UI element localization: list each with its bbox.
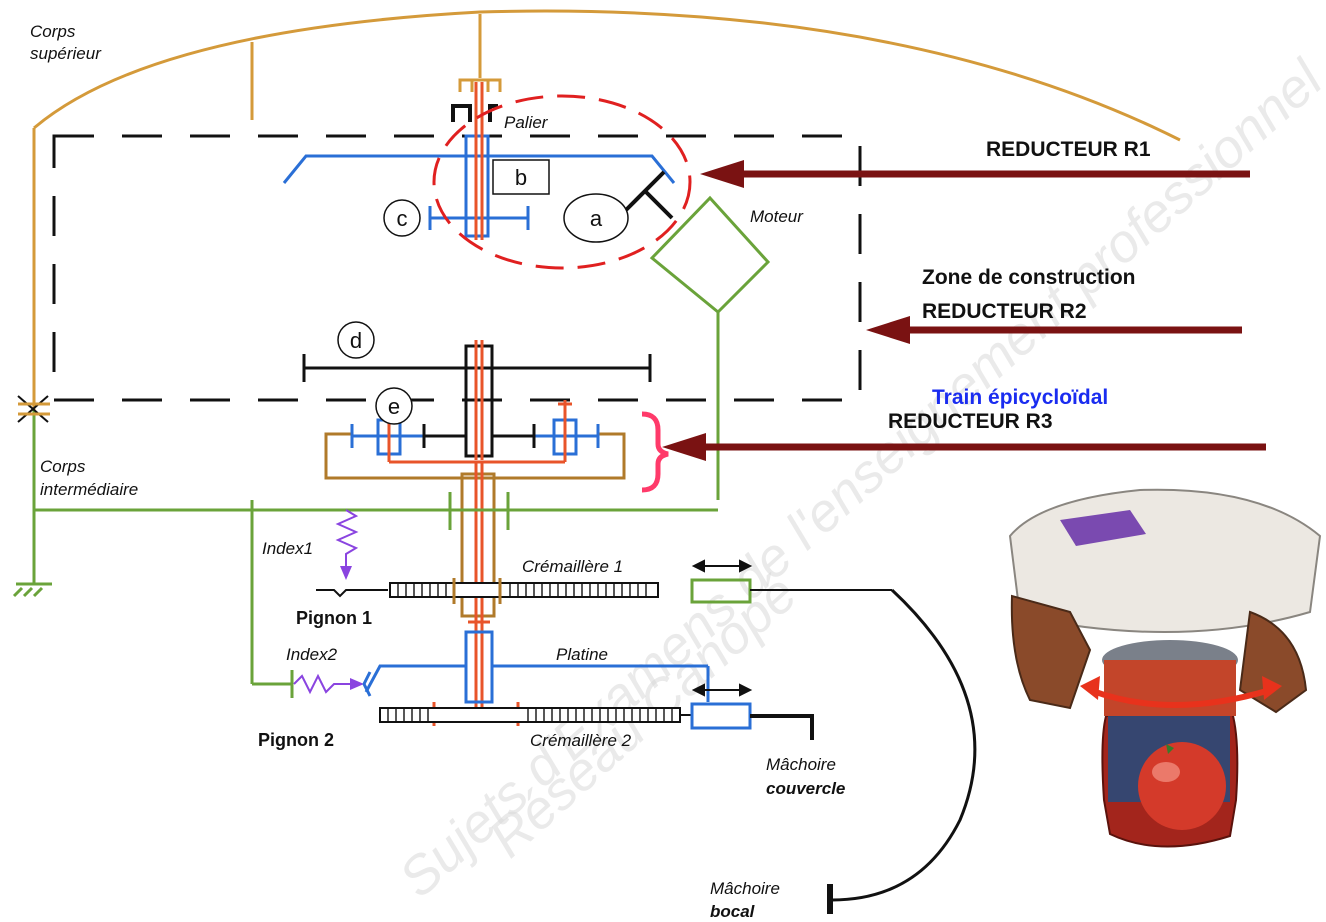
construction-zone-frame (52, 134, 862, 402)
palier-bearing (451, 104, 498, 122)
machoire-bocal-label-1: Mâchoire (710, 879, 780, 898)
corps-superieur-label-2: supérieur (30, 44, 102, 63)
slider-2 (690, 702, 752, 730)
train-brace (641, 411, 669, 493)
callout-d-text: d (350, 328, 362, 353)
index2-spring (293, 671, 372, 697)
moteur-label: Moteur (750, 207, 804, 226)
zone-construction-label: Zone de construction (922, 266, 1136, 289)
corps-intermediaire-label-1: Corps (40, 457, 86, 476)
callout-a-text: a (590, 206, 603, 231)
callout-c-text: c (397, 206, 408, 231)
callout-b: b (492, 159, 550, 195)
callout-a: a (563, 193, 629, 243)
reducteur-r1-label: REDUCTEUR R1 (986, 138, 1151, 161)
reducteur-r1-highlight (432, 94, 692, 270)
machoire-couvercle-label-1: Mâchoire (766, 755, 836, 774)
index1-spring (335, 509, 359, 566)
machoire-bocal-link (831, 588, 977, 902)
callout-c: c (383, 199, 421, 237)
arrow-r1 (700, 160, 1250, 188)
cremaillere-1-label: Crémaillère 1 (522, 557, 623, 576)
corps-intermediaire-label-2: intermédiaire (40, 480, 138, 499)
cremaillere-2-label: Crémaillère 2 (530, 731, 632, 750)
callout-e: e (375, 387, 413, 425)
index2-label: Index2 (286, 645, 338, 664)
reducteur-r2-shaft (474, 340, 484, 460)
slider-1-arrow (691, 559, 753, 573)
callout-b-text: b (515, 165, 527, 190)
reducteur-r3-label: REDUCTEUR R3 (888, 410, 1053, 433)
corps-intermediaire-frame (12, 410, 718, 698)
cremaillere-1-teeth (397, 583, 647, 597)
arrow-r2 (866, 316, 1242, 344)
reducteur-r1-shaft (474, 82, 484, 240)
pignon-1-label: Pignon 1 (296, 608, 372, 628)
output-shaft (460, 472, 496, 618)
slider-2-arrow (691, 683, 753, 697)
jar-opener-illustration (1008, 488, 1322, 848)
corps-superieur-label-1: Corps (30, 22, 76, 41)
cremaillere-2 (379, 707, 692, 723)
arrow-r3 (662, 433, 1266, 461)
callout-d: d (337, 321, 375, 359)
machoire-couvercle-link (750, 714, 814, 740)
index1-label: Index1 (262, 539, 313, 558)
index1-arrowhead (340, 566, 352, 580)
train-epicycloidal-label: Train épicycloïdal (932, 386, 1108, 409)
callout-e-text: e (388, 394, 400, 419)
moteur-block (649, 195, 771, 500)
machoire-bocal-label-2: bocal (710, 902, 756, 921)
motor-pinion (624, 170, 674, 220)
corps-superieur-frame (32, 9, 1181, 410)
palier-label: Palier (504, 113, 549, 132)
sun-gear (422, 424, 536, 448)
platine-label: Platine (556, 645, 608, 664)
pignon-2-label: Pignon 2 (258, 730, 334, 750)
cremaillere-2-teeth (387, 708, 673, 722)
reducteur-r2-label: REDUCTEUR R2 (922, 300, 1087, 323)
frame-pivot (17, 395, 50, 423)
machoire-couvercle-label-2: couvercle (766, 779, 845, 798)
platine (364, 630, 710, 704)
cremaillere-1 (316, 578, 659, 604)
